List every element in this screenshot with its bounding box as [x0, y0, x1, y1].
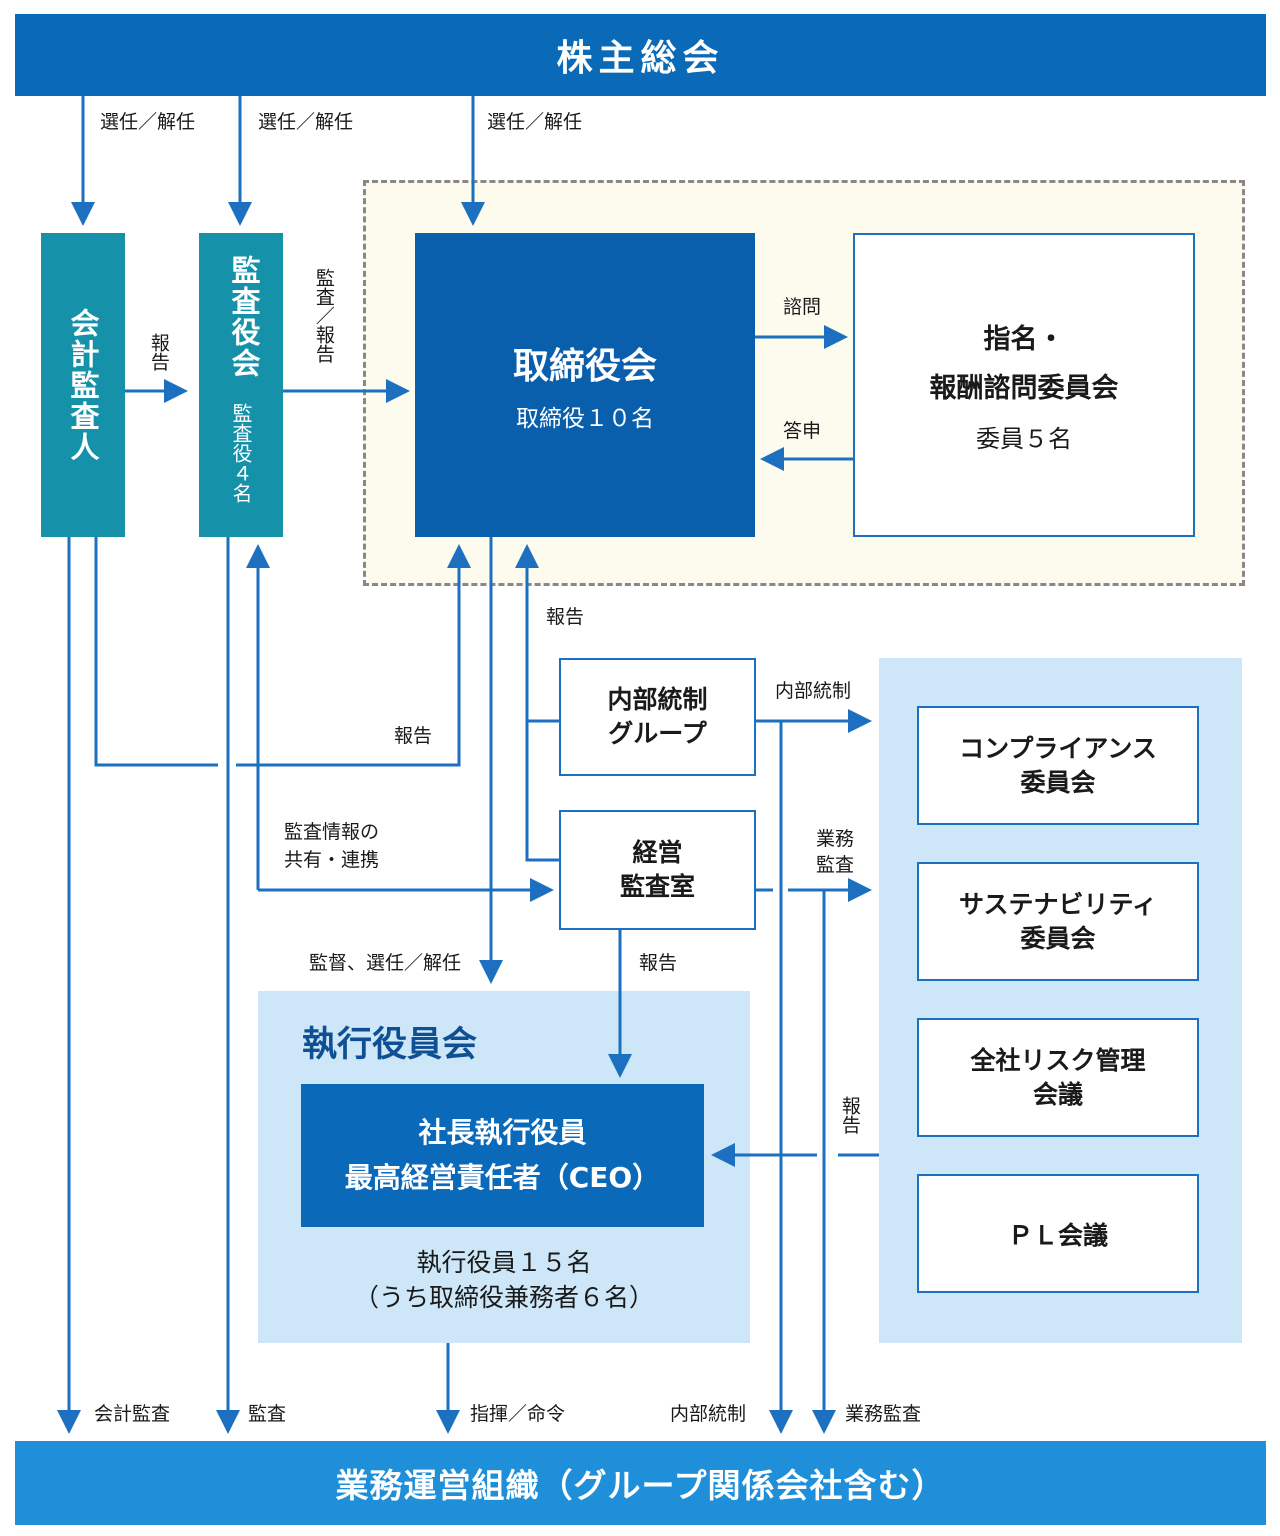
committee-line1: 指名・ [983, 323, 1065, 355]
internal-control-line2: グループ [608, 719, 707, 748]
mgmt-audit-line2: 監査室 [619, 872, 695, 901]
risk-management-meeting-label: 全社リスク管理 会議 [970, 1045, 1146, 1109]
board-title: 取締役会 [512, 346, 657, 387]
mgmt-audit-line1: 経営 [632, 838, 683, 868]
report-ceo-label: 報告 [639, 952, 678, 974]
audit-board-sub: 監査役４名 [229, 403, 253, 503]
business-operations-bar: 業務運営組織（グループ関係会社含む） [15, 1441, 1266, 1525]
board-sub: 取締役１０名 [516, 406, 654, 432]
management-audit-box: 経営 監査室 [559, 810, 756, 930]
nomination-committee-box: 指名・ 報酬諮問委員会 委員５名 [853, 233, 1195, 537]
ceo-line1: 社長執行役員 [418, 1115, 587, 1149]
shareholders-meeting-label: 株主総会 [556, 38, 725, 79]
report-board-label: 報告 [546, 606, 585, 628]
report-acct-label: 報告 [394, 725, 433, 747]
business-operations-label: 業務運営組織（グループ関係会社含む） [335, 1466, 946, 1505]
acct-audit-label: 会計監査 [94, 1403, 171, 1425]
appoint-label-audit-board: 選任／解任 [258, 111, 354, 133]
supervise-label: 監督、選任／解任 [309, 952, 462, 974]
report-auditor-label: 報告 [147, 333, 170, 371]
shareholders-meeting-bar: 株主総会 [15, 14, 1266, 96]
report-right-label: 報告 [838, 1096, 861, 1134]
audit-board-box: 監査役会 監査役４名 [199, 233, 283, 537]
exec-members: 執行役員１５名 （うち取締役兼務者６名） [258, 1240, 750, 1320]
accounting-auditor-box: 会計監査人 [41, 233, 125, 537]
business-audit-bottom-label: 業務監査 [845, 1403, 922, 1425]
audit-report-label: 監査／報告 [312, 268, 335, 363]
accounting-auditor-label: 会計監査人 [66, 307, 100, 463]
business-audit-label: 業務 監査 [816, 828, 855, 876]
committee-line2: 報酬諮問委員会 [929, 372, 1119, 404]
audit-info-label-2: 共有・連携 [284, 849, 380, 871]
sustainability-committee-box: サステナビリティ 委員会 [917, 862, 1199, 981]
pl-meeting-box: ＰＬ会議 [917, 1174, 1199, 1293]
exec-members-line1: 執行役員１５名 [416, 1248, 592, 1277]
command-label: 指揮／命令 [470, 1403, 566, 1425]
board-of-directors-box: 取締役会 取締役１０名 [415, 233, 755, 537]
ceo-line2: 最高経営責任者（CEO） [344, 1160, 661, 1194]
internal-control-bottom-label: 内部統制 [670, 1403, 747, 1425]
audit-label: 監査 [248, 1403, 287, 1425]
risk-management-meeting-box: 全社リスク管理 会議 [917, 1018, 1199, 1137]
compliance-committee-label: コンプライアンス 委員会 [959, 733, 1157, 797]
internal-control-group-box: 内部統制 グループ [559, 658, 756, 776]
committee-sub: 委員５名 [976, 424, 1072, 453]
compliance-committee-box: コンプライアンス 委員会 [917, 706, 1199, 825]
answer-label: 答申 [783, 420, 822, 442]
internal-control-arrow-label: 内部統制 [775, 680, 852, 702]
internal-control-line1: 内部統制 [607, 685, 708, 715]
ceo-box: 社長執行役員 最高経営責任者（CEO） [301, 1084, 704, 1227]
appoint-label-board: 選任／解任 [487, 111, 583, 133]
audit-board-title: 監査役会 [227, 255, 261, 379]
consult-label: 諮問 [783, 296, 822, 318]
pl-meeting-label: ＰＬ会議 [1007, 1220, 1108, 1250]
sustainability-committee-label: サステナビリティ 委員会 [958, 889, 1157, 953]
exec-council-title: 執行役員会 [302, 1025, 478, 1065]
audit-info-label-1: 監査情報の [284, 821, 380, 843]
appoint-label-auditor: 選任／解任 [100, 111, 196, 133]
exec-members-line2: （うち取締役兼務者６名） [353, 1283, 654, 1312]
